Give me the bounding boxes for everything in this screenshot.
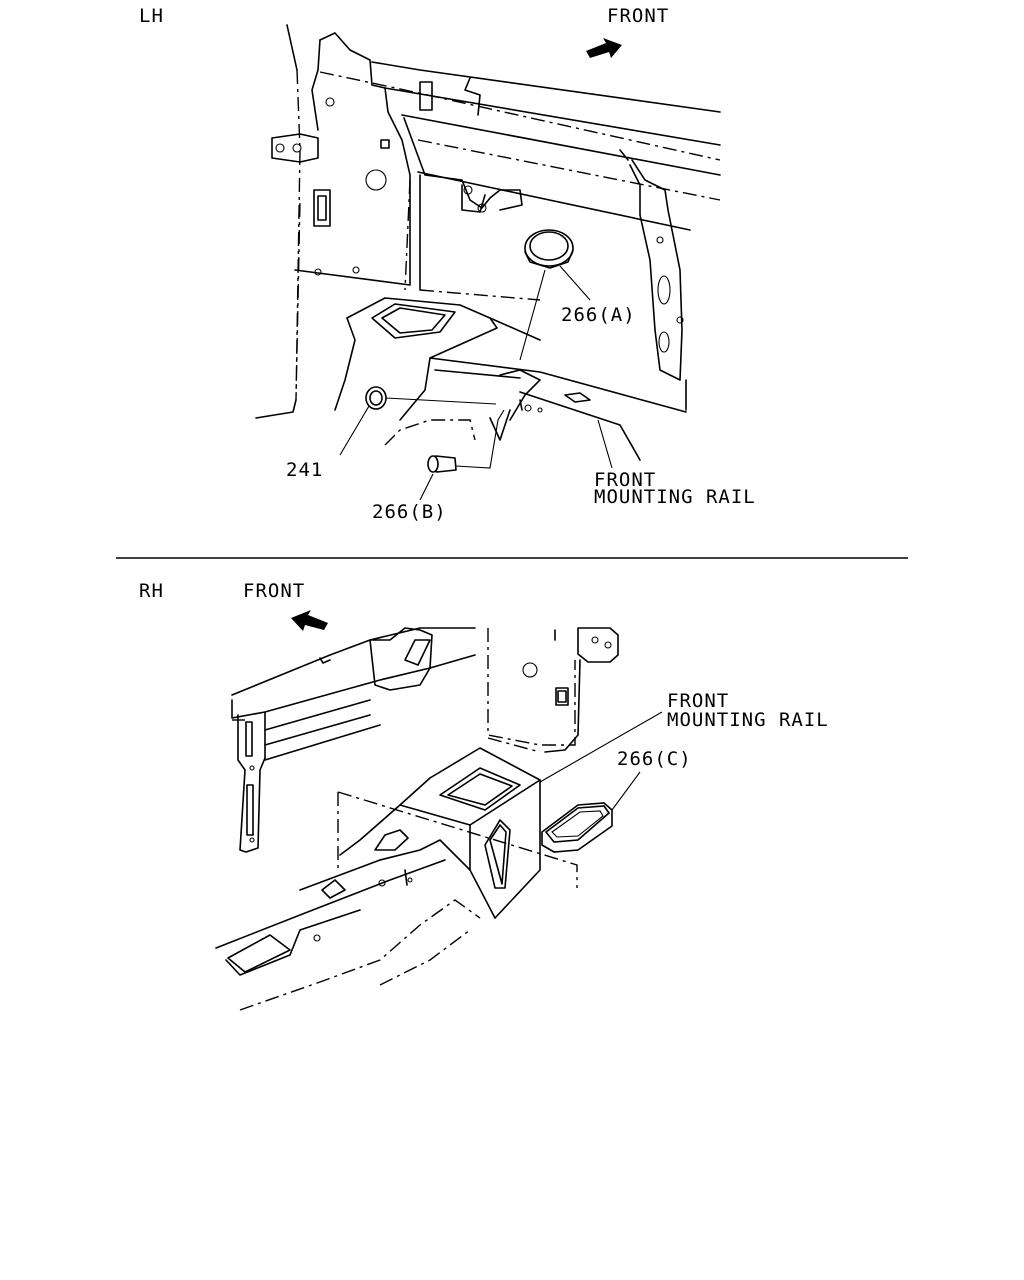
- lh-rail-label-line2: MOUNTING RAIL: [594, 486, 756, 508]
- rh-body-drawing: [215, 627, 663, 1011]
- lh-callout-241: 241: [286, 459, 323, 481]
- rh-view: RH FRONT: [139, 580, 829, 1011]
- rh-front-label: FRONT: [243, 580, 305, 602]
- lh-callout-266b: 266(B): [372, 501, 447, 523]
- rh-rail-label-line2: MOUNTING RAIL: [667, 709, 829, 731]
- lh-callout-266a: 266(A): [561, 304, 636, 326]
- rh-rail-label-line1: FRONT: [667, 690, 729, 712]
- lh-body-drawing: [255, 24, 721, 501]
- lh-front-arrow-icon: [586, 38, 622, 58]
- rh-side-label: RH: [139, 580, 164, 602]
- lh-rail-label-line1: FRONT: [594, 469, 656, 491]
- lh-view: LH FRONT: [139, 5, 756, 523]
- lh-front-label: FRONT: [607, 5, 669, 27]
- rh-front-arrow-icon: [291, 610, 328, 631]
- lh-side-label: LH: [139, 5, 164, 27]
- rh-callout-266c: 266(C): [617, 748, 692, 770]
